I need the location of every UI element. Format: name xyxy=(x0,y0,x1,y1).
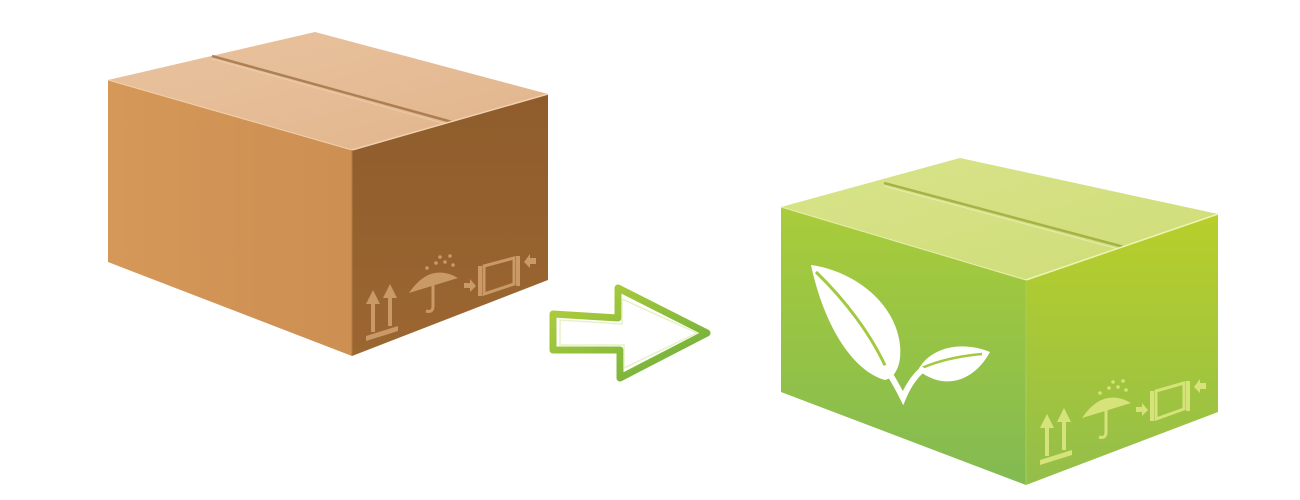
eco-box xyxy=(780,158,1219,485)
leaf-icon xyxy=(811,265,990,406)
eco-handling-symbols xyxy=(1040,379,1206,465)
eco-box-side xyxy=(1026,214,1218,485)
this-way-up-icon xyxy=(1040,408,1072,465)
do-not-squeeze-icon xyxy=(1136,379,1206,422)
eco-box-tape-seam xyxy=(883,181,1125,249)
eco-box-top xyxy=(781,158,1218,280)
keep-dry-umbrella-icon xyxy=(1082,379,1131,439)
this-way-up-icon xyxy=(366,284,398,341)
do-not-squeeze-icon xyxy=(464,254,536,297)
cardboard-box xyxy=(107,32,549,356)
keep-dry-umbrella-icon xyxy=(409,254,458,313)
cardboard-box-tape-seam xyxy=(211,54,453,124)
cardboard-handling-symbols xyxy=(366,254,536,341)
conversion-arrow xyxy=(549,284,711,382)
cardboard-box-front xyxy=(108,80,352,356)
